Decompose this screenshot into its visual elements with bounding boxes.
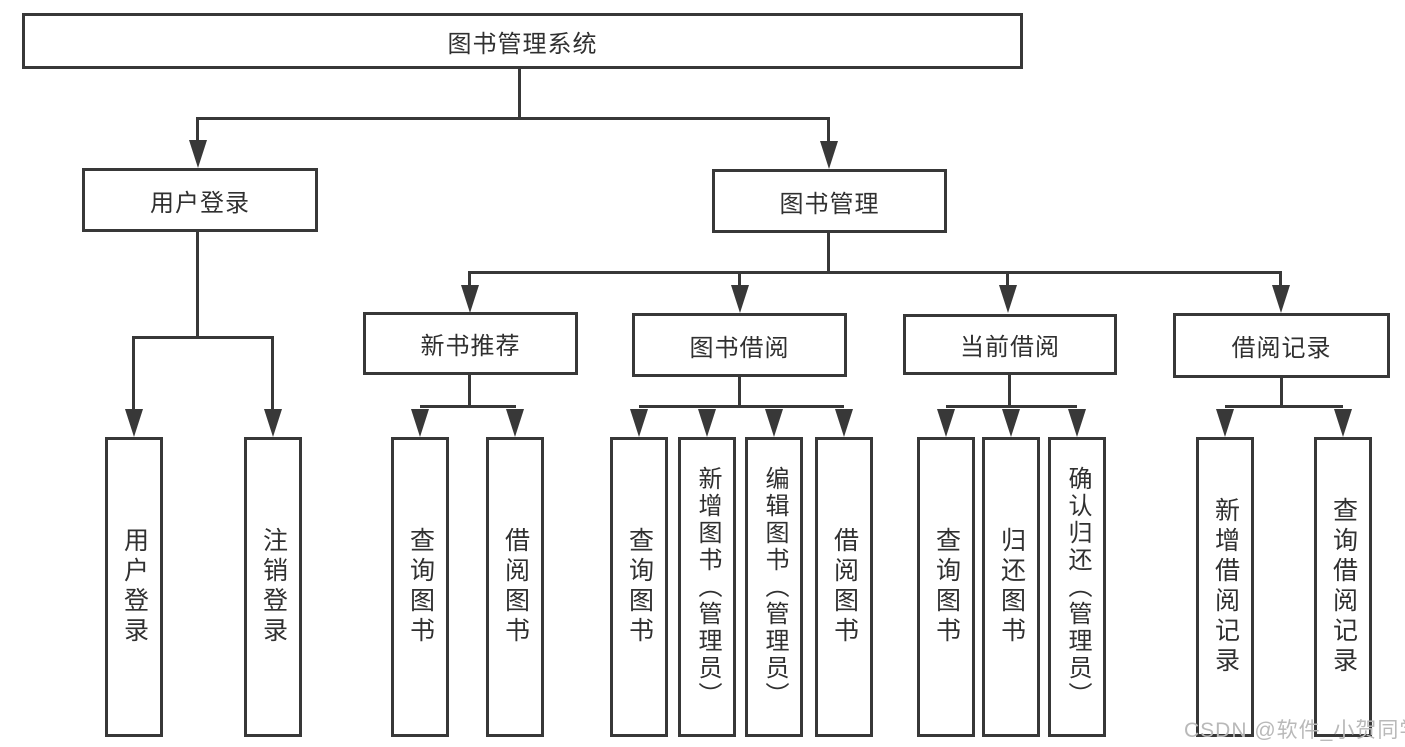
leaf-borrow-book-rec: 借阅图书 (486, 437, 544, 737)
arrow-down-icon (731, 285, 749, 313)
connector-level3-bar (470, 271, 1281, 274)
connector-root-down (518, 69, 521, 117)
leaf-query-book-rec: 查询图书 (391, 437, 449, 737)
node-user-login-label: 用户登录 (150, 189, 250, 217)
arrow-down-icon (1334, 409, 1352, 437)
leaf-query-borrow-record: 查询借阅记录 (1314, 437, 1372, 737)
connector-user-login-down (196, 232, 199, 336)
leaf-confirm-return-admin: 确认归还（管理员） (1048, 437, 1106, 737)
arrow-down-icon (1216, 409, 1234, 437)
connector-level2-bar (198, 117, 830, 120)
leaf-add-book-admin-label: 新增图书（管理员） (694, 465, 721, 709)
node-borrow-records-label: 借阅记录 (1231, 335, 1332, 362)
leaf-user-login: 用户登录 (105, 437, 163, 737)
leaf-add-borrow-record-label: 新增借阅记录 (1211, 497, 1240, 677)
connector-current-borrow-down (1008, 375, 1011, 407)
arrow-down-icon (1272, 285, 1290, 313)
leaf-query-book-current-label: 查询图书 (932, 527, 961, 647)
leaf-query-book-current: 查询图书 (917, 437, 975, 737)
connector-to-leaf-logout (271, 336, 274, 410)
connector-to-user-login (196, 117, 199, 142)
leaf-user-login-label: 用户登录 (120, 527, 149, 647)
node-book-borrow: 图书借阅 (632, 313, 847, 377)
arrow-down-icon (835, 409, 853, 437)
leaf-return-book-label: 归还图书 (997, 527, 1026, 647)
connector-new-book-rec-bar (420, 405, 516, 408)
leaf-query-book-rec-label: 查询图书 (406, 527, 435, 647)
connector-current-borrow-bar (946, 405, 1077, 408)
leaf-query-book-borrow: 查询图书 (610, 437, 668, 737)
node-user-login: 用户登录 (82, 168, 318, 232)
node-current-borrow: 当前借阅 (903, 314, 1117, 375)
leaf-add-borrow-record: 新增借阅记录 (1196, 437, 1254, 737)
connector-borrow-records-bar (1225, 405, 1343, 408)
arrow-down-icon (765, 409, 783, 437)
node-current-borrow-label: 当前借阅 (960, 334, 1060, 361)
arrow-down-icon (1002, 409, 1020, 437)
arrow-down-icon (506, 409, 524, 437)
arrow-down-icon (999, 285, 1017, 313)
connector-borrow-records-down (1280, 378, 1283, 407)
leaf-borrow-book-borrow-label: 借阅图书 (830, 527, 859, 647)
connector-book-borrow-down (738, 377, 741, 407)
node-book-mgmt-label: 图书管理 (779, 190, 880, 218)
connector-to-book-borrow (738, 271, 741, 287)
connector-book-mgmt-down (827, 233, 830, 272)
connector-to-book-mgmt (827, 117, 830, 143)
connector-new-book-rec-down (468, 375, 471, 407)
node-book-borrow-label: 图书借阅 (689, 334, 790, 362)
leaf-edit-book-admin: 编辑图书（管理员） (745, 437, 803, 737)
leaf-confirm-return-admin-label: 确认归还（管理员） (1064, 465, 1091, 709)
arrow-down-icon (461, 285, 479, 313)
leaf-borrow-book-borrow: 借阅图书 (815, 437, 873, 737)
leaf-logout-label: 注销登录 (259, 527, 288, 647)
leaf-logout: 注销登录 (244, 437, 302, 737)
connector-to-current-borrow (1006, 271, 1009, 287)
node-root-label: 图书管理系统 (447, 30, 598, 58)
node-book-mgmt: 图书管理 (712, 169, 947, 233)
node-new-book-rec: 新书推荐 (363, 312, 578, 375)
connector-user-login-bar (134, 336, 274, 339)
arrow-down-icon (937, 409, 955, 437)
arrow-down-icon (1068, 409, 1086, 437)
connector-book-borrow-bar (639, 405, 844, 408)
connector-to-leaf-user-login (132, 336, 135, 410)
leaf-query-borrow-record-label: 查询借阅记录 (1329, 497, 1358, 677)
arrow-down-icon (820, 141, 838, 169)
connector-to-borrow-records (1279, 271, 1282, 287)
node-borrow-records: 借阅记录 (1173, 313, 1390, 378)
arrow-down-icon (630, 409, 648, 437)
leaf-query-book-borrow-label: 查询图书 (625, 527, 654, 647)
node-new-book-rec-label: 新书推荐 (420, 333, 521, 360)
arrow-down-icon (189, 140, 207, 168)
leaf-edit-book-admin-label: 编辑图书（管理员） (761, 465, 788, 709)
leaf-add-book-admin: 新增图书（管理员） (678, 437, 736, 737)
arrow-down-icon (125, 409, 143, 437)
connector-to-new-book-rec (468, 271, 471, 287)
leaf-return-book: 归还图书 (982, 437, 1040, 737)
arrow-down-icon (411, 409, 429, 437)
leaf-borrow-book-rec-label: 借阅图书 (501, 527, 530, 647)
node-root: 图书管理系统 (22, 13, 1023, 69)
watermark: CSDN @软件_小贺同学 (1184, 719, 1405, 742)
arrow-down-icon (264, 409, 282, 437)
arrow-down-icon (698, 409, 716, 437)
